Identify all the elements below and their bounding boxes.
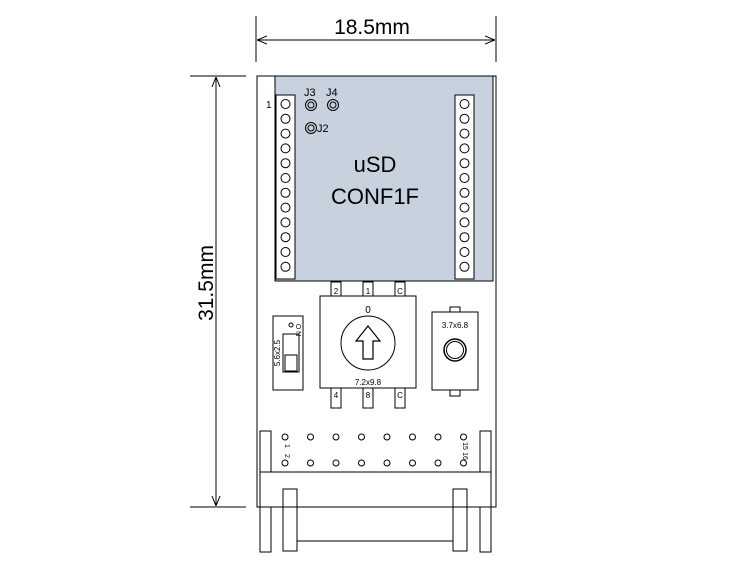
rotary-switch — [319, 281, 417, 409]
header-pin — [383, 459, 391, 467]
module-pin — [459, 261, 470, 272]
module-title-line2: CONF1F — [331, 184, 419, 209]
module-pin — [280, 99, 291, 109]
header-pin — [358, 459, 365, 467]
module-pin — [459, 247, 470, 257]
rotary-zero-label: 0 — [365, 305, 371, 316]
header-pin — [358, 433, 365, 441]
module-pin — [459, 187, 470, 198]
header-label-2: 2 — [283, 454, 290, 458]
module-pin — [459, 99, 470, 109]
rotary-pin-label: 2 — [334, 287, 339, 296]
dip-size-label: 5.6x2.5 — [273, 339, 282, 366]
dip-on-label: O N — [294, 324, 301, 336]
module-pin — [459, 202, 470, 213]
module-pin — [280, 187, 291, 198]
module-pin — [459, 173, 470, 183]
module-pin — [280, 128, 291, 139]
header-label-16: 16 — [461, 452, 468, 460]
height-label: 31.5mm — [195, 245, 218, 321]
module-pin — [459, 217, 470, 228]
module-pin — [459, 232, 470, 243]
rotary-pin-label: 8 — [366, 391, 371, 400]
module-pin — [280, 261, 291, 272]
header-pin — [460, 433, 467, 441]
header-pin — [332, 459, 340, 467]
module-pin — [280, 173, 291, 183]
rotary-pin-label: C — [397, 391, 403, 400]
dip-switch — [272, 315, 304, 391]
jumper-j2-label: J2 — [317, 123, 329, 135]
header-pin — [281, 459, 289, 467]
module-pin — [280, 158, 291, 169]
header-pin — [434, 433, 442, 441]
jumper-j2 — [305, 122, 317, 134]
module-pin — [459, 158, 470, 169]
module-pin — [280, 143, 291, 154]
module-pin — [280, 113, 291, 124]
jumper-j3 — [305, 99, 317, 111]
header-label-1: 1 — [283, 444, 290, 448]
header-pin — [383, 433, 391, 441]
module-pin — [280, 247, 291, 257]
header-pin — [460, 459, 467, 467]
header-pin — [434, 459, 442, 467]
header-connector — [259, 430, 492, 553]
button-size-label: 3.7x6.8 — [442, 321, 469, 330]
width-label: 18.5mm — [334, 16, 410, 39]
header-pin — [332, 433, 340, 441]
right-pin-strip — [454, 94, 475, 280]
header-pin — [307, 433, 314, 441]
push-button — [431, 306, 479, 397]
pin1-label: 1 — [266, 100, 272, 111]
left-pins — [280, 99, 291, 272]
rotary-pin-label: C — [397, 287, 403, 296]
module-pin — [459, 143, 470, 154]
jumper-j4 — [327, 99, 339, 111]
header-label-15: 15 — [461, 442, 468, 450]
module-title-line1: uSD — [354, 152, 397, 177]
height-dimension — [190, 75, 246, 508]
module-pin — [459, 128, 470, 139]
module-pin — [459, 113, 470, 124]
width-dimension — [255, 16, 497, 62]
module-pin — [280, 217, 291, 228]
header-pin — [409, 459, 416, 467]
header-pins — [281, 433, 467, 467]
rotary-pin-label: 4 — [334, 391, 339, 400]
module-pin — [280, 202, 291, 213]
header-pin — [281, 433, 289, 441]
rotary-pin-label: 1 — [366, 287, 371, 296]
rotary-size-label: 7.2x9.8 — [355, 378, 382, 387]
header-pin — [307, 459, 314, 467]
jumper-j3-label: J3 — [304, 87, 316, 99]
header-pin — [409, 433, 416, 441]
module-pin — [280, 232, 291, 243]
jumper-j4-label: J4 — [326, 87, 338, 99]
right-pins — [459, 99, 470, 272]
left-pin-strip — [275, 94, 296, 280]
